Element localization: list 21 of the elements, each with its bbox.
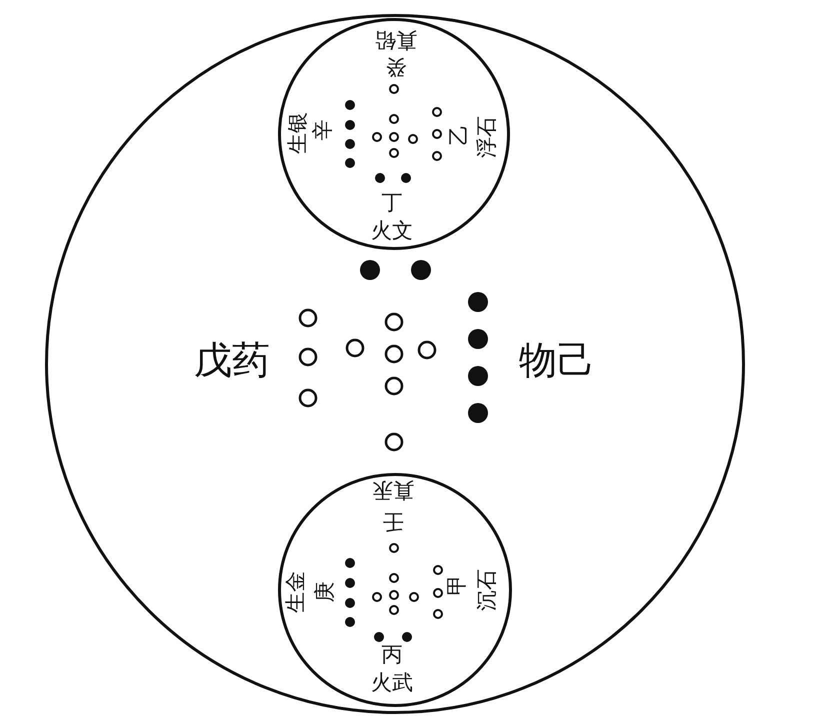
circle-label: 火文 bbox=[371, 220, 413, 242]
circle-label: 火武 bbox=[371, 672, 413, 694]
circle-frame bbox=[45, 14, 745, 714]
circle-label: 乙 bbox=[448, 124, 470, 146]
circle-label: 辛 bbox=[312, 120, 334, 140]
circle-label: 壬 bbox=[382, 510, 404, 532]
circle-label: 丙 bbox=[382, 644, 402, 666]
circle-label: 甲 bbox=[446, 574, 468, 596]
circle-label: 癸 bbox=[386, 56, 406, 78]
circle-label: 戊药 bbox=[194, 341, 270, 379]
circle-frame bbox=[278, 18, 510, 250]
circle-frame bbox=[278, 473, 512, 707]
circle-label: 生金 bbox=[286, 571, 306, 613]
circle-label: 沉石 bbox=[476, 569, 498, 611]
circle-label: 真铅 bbox=[375, 30, 417, 50]
circle-label: 真汞 bbox=[372, 480, 414, 500]
circle-label: 浮石 bbox=[476, 116, 498, 158]
circle-label: 庚 bbox=[314, 582, 336, 602]
circle-label: 生银 bbox=[288, 112, 308, 154]
circle-label: 丁 bbox=[382, 192, 402, 214]
circle-label: 物己 bbox=[519, 341, 595, 379]
